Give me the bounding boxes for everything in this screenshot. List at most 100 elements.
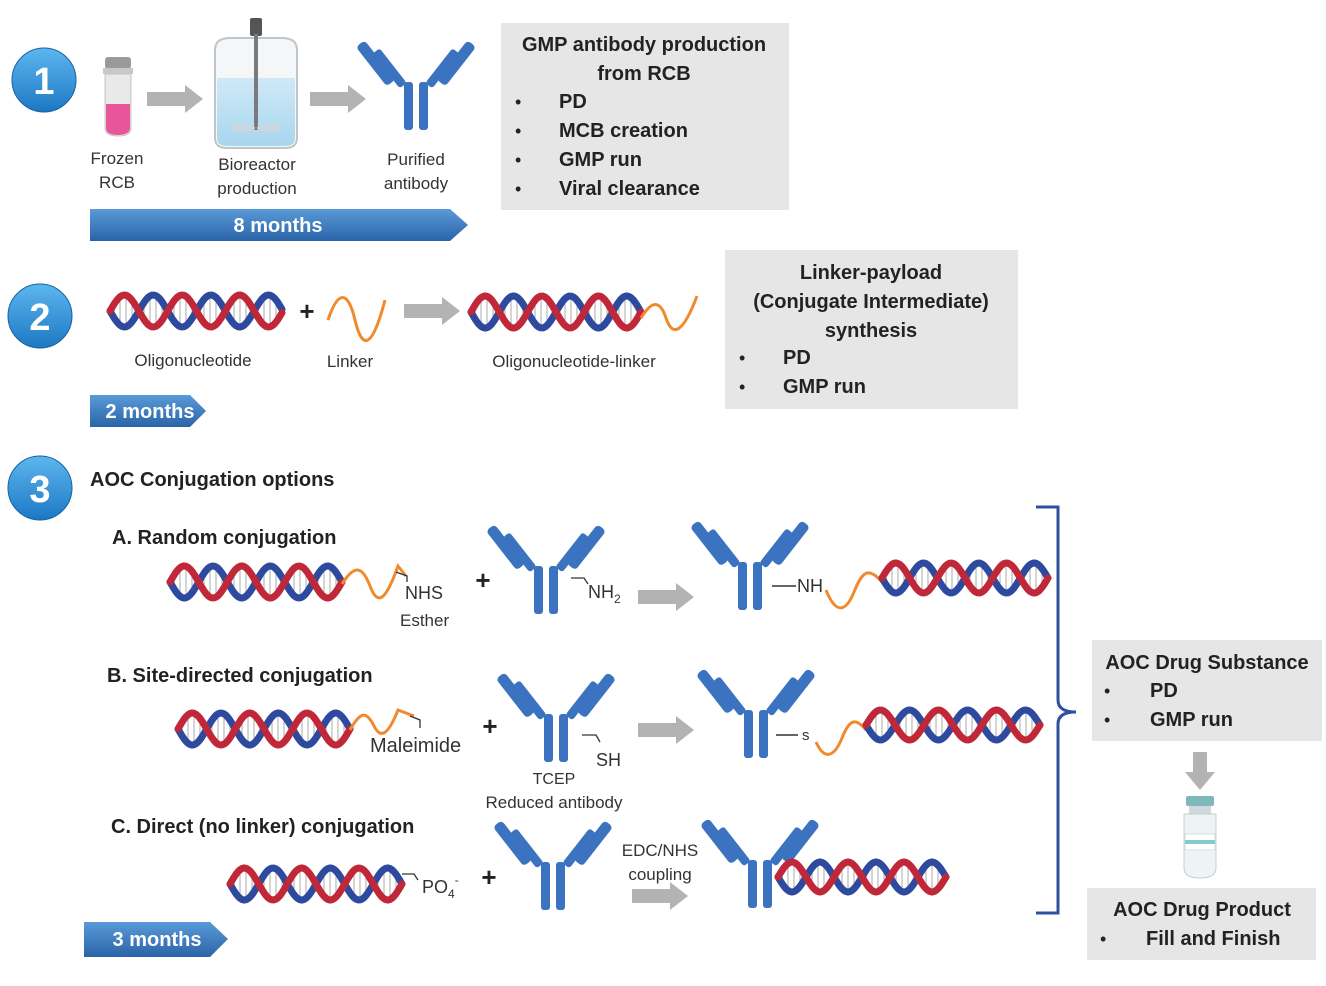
box-title: AOC Drug Product [1113, 899, 1291, 921]
info-box-step-2: Linker-payload (Conjugate Intermediate) … [725, 250, 1018, 409]
timeline-label: 3 months [113, 929, 202, 951]
option-c-direct-conjugation: C. Direct (no linker) conjugation PO4- +… [111, 816, 950, 910]
step-3: 3 AOC Conjugation options A. Random conj… [7, 455, 1322, 960]
box-title-line1: Linker-payload [800, 262, 942, 284]
linker-label: Linker [327, 352, 374, 371]
oligonucleotide-linker-label: Oligonucleotide-linker [492, 352, 656, 371]
oligonucleotide-label: Oligonucleotide [134, 351, 251, 370]
reduced-antibody-label: Reduced antibody [485, 793, 623, 812]
antibody-icon [492, 820, 614, 910]
bond-line [402, 873, 419, 881]
bullet: • [1104, 681, 1110, 701]
antibody-icon [495, 672, 617, 762]
step-1: 1 Frozen RCB Bioreactor production Purif… [11, 18, 789, 241]
dna-helix-icon [174, 709, 354, 749]
dna-strand-red [166, 562, 346, 602]
timeline-label: 2 months [106, 401, 195, 423]
linker-icon [814, 720, 868, 756]
timeline-label: 8 months [234, 215, 323, 237]
step-2: 2 Oligonucleotide + Linker Oligonucleoti… [7, 250, 1018, 427]
bullet: • [515, 92, 521, 112]
linker-icon [340, 562, 408, 600]
dna-helix-icon [878, 559, 1052, 597]
nh-group-label: NH [797, 576, 823, 596]
linker-icon [348, 708, 415, 735]
bond-line [395, 571, 408, 582]
frozen-vial-icon [103, 57, 133, 137]
timeline-step-3: 3 months [84, 922, 228, 957]
sh-group-label: SH [596, 750, 621, 770]
bullet: • [515, 150, 521, 170]
box-item: GMP run [559, 149, 642, 171]
dna-helix-icon [862, 706, 1044, 744]
box-item: MCB creation [559, 120, 688, 142]
dna-helix-icon [226, 864, 406, 904]
box-item: PD [1150, 680, 1178, 702]
step-1-number-circle: 1 [11, 47, 77, 113]
bioreactor-label-line1: Bioreactor [218, 155, 296, 174]
box-title-line1: GMP antibody production [522, 34, 766, 56]
bond-line [582, 734, 601, 743]
dna-strand-red [106, 291, 286, 331]
arrow-icon [638, 583, 694, 611]
option-title: B. Site-directed conjugation [107, 665, 373, 687]
s-group-label: s [802, 727, 810, 744]
dna-helix-icon [166, 562, 346, 602]
esther-label: Esther [400, 611, 449, 630]
box-item: PD [783, 347, 811, 369]
step-3-number-circle: 3 [7, 455, 73, 521]
plus-sign: + [481, 862, 496, 892]
bullet: • [739, 377, 745, 397]
drug-vial-icon [1183, 796, 1217, 879]
bullet: • [515, 121, 521, 141]
coupling-label: coupling [628, 865, 691, 884]
arrow-icon [310, 85, 366, 113]
drug-product-box: AOC Drug Product • Fill and Finish [1087, 888, 1316, 960]
antibody-icon [695, 668, 817, 758]
edc-nhs-label: EDC/NHS [622, 841, 699, 860]
dna-helix-icon [106, 291, 286, 331]
arrow-icon [404, 297, 460, 325]
drug-substance-box: AOC Drug Substance • PD • GMP run [1092, 640, 1322, 741]
dna-strand-red [467, 292, 645, 332]
bullet: • [1104, 710, 1110, 730]
bond-line [409, 715, 421, 728]
step-number: 2 [29, 297, 50, 339]
plus-sign: + [482, 711, 497, 741]
antibody-icon [689, 520, 811, 610]
dna-strand-red [862, 706, 1044, 744]
nhs-group-label: NHS [405, 583, 443, 603]
bond-line [571, 577, 589, 585]
purified-antibody-label-line2: antibody [384, 174, 449, 193]
linker-icon [639, 295, 699, 331]
plus-sign: + [299, 296, 314, 326]
plus-sign: + [475, 565, 490, 595]
purified-antibody-label-line1: Purified [387, 150, 445, 169]
arrow-icon [147, 85, 203, 113]
bracket [1036, 505, 1077, 915]
option-title: C. Direct (no linker) conjugation [111, 816, 414, 838]
linker-icon [326, 296, 387, 342]
timeline-step-2: 2 months [90, 395, 206, 427]
antibody-icon [355, 40, 477, 130]
dna-strand-red [174, 709, 354, 749]
maleimide-label: Maleimide [370, 735, 461, 757]
option-b-site-directed-conjugation: B. Site-directed conjugation Maleimide +… [107, 665, 1044, 812]
step-number: 3 [29, 469, 50, 511]
frozen-rcb-label-line2: RCB [99, 173, 135, 192]
timeline-step-1: 8 months [90, 209, 468, 241]
bioreactor-icon [214, 18, 298, 149]
dna-helix-icon [774, 858, 950, 896]
po4-group-label: PO4- [422, 873, 459, 901]
step-number: 1 [33, 61, 54, 103]
option-title: A. Random conjugation [112, 527, 336, 549]
box-title-line2: (Conjugate Intermediate) [753, 291, 989, 313]
nh2-group-label: NH2 [588, 582, 621, 606]
dna-helix-icon [467, 292, 645, 332]
box-item: Fill and Finish [1146, 928, 1280, 950]
step-2-number-circle: 2 [7, 283, 73, 349]
box-title-line3: synthesis [825, 320, 917, 342]
bullet: • [1100, 929, 1106, 949]
down-arrow-icon [1185, 752, 1215, 790]
